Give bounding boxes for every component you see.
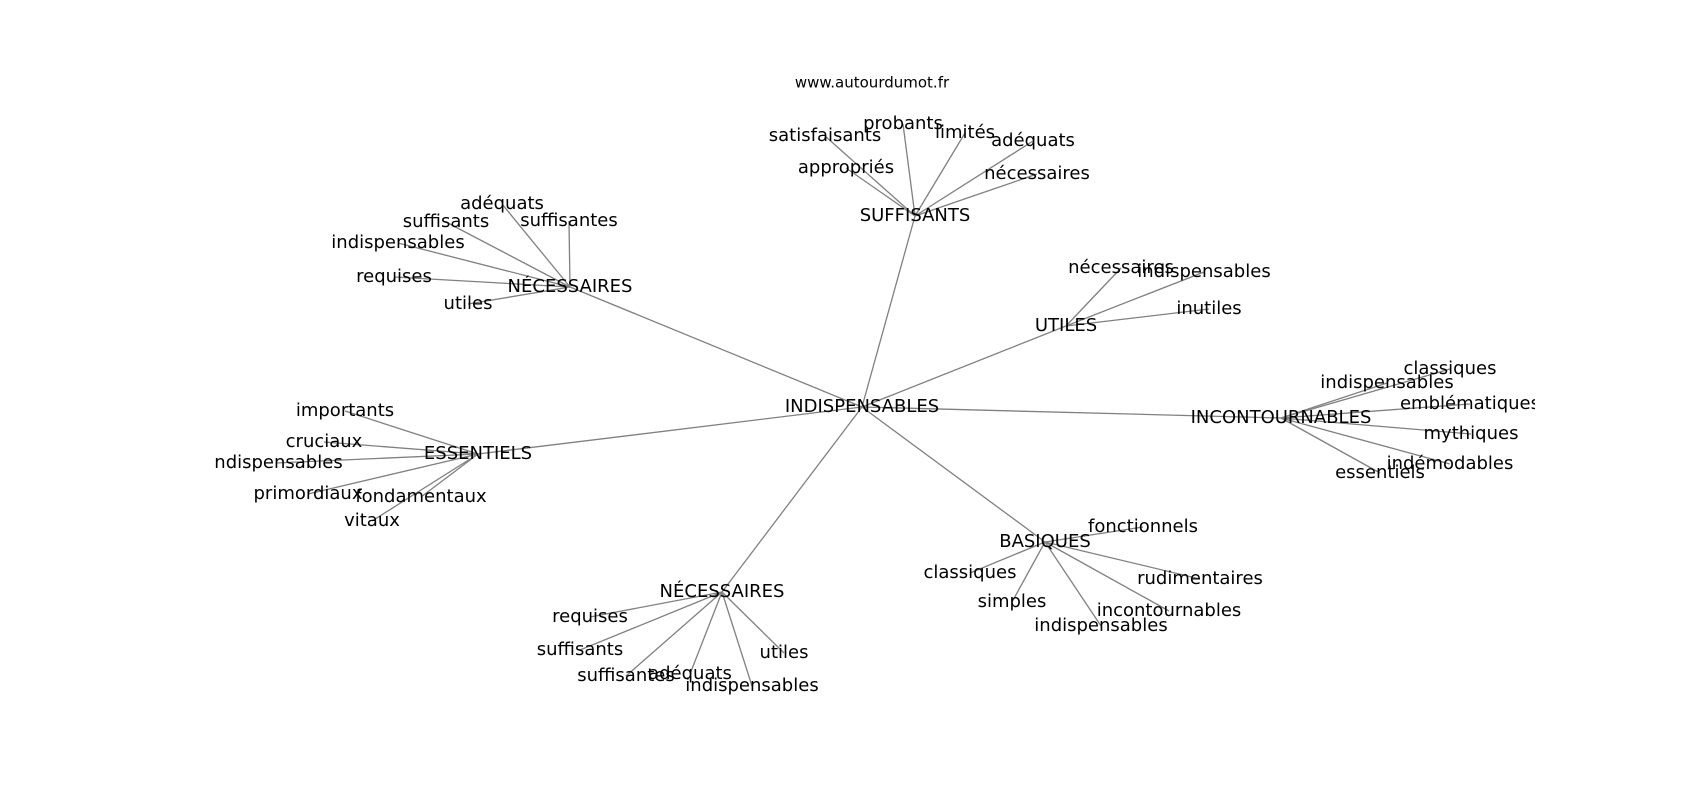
leaf-node-label: cruciaux bbox=[286, 431, 363, 452]
edge-essentiels-leaf-0 bbox=[344, 410, 479, 455]
center-node-label: INDISPENSABLES bbox=[785, 396, 939, 417]
edge-center-utiles bbox=[861, 325, 1067, 408]
leaf-node-label: primordiaux bbox=[254, 483, 363, 504]
edge-suffisants-leaf-2 bbox=[914, 132, 966, 217]
edge-basiques-leaf-0 bbox=[1044, 526, 1144, 543]
edge-utiles-leaf-0 bbox=[1065, 267, 1122, 327]
edge-essentiels-leaf-4 bbox=[420, 453, 479, 498]
hub-node-label-basiques: BASIQUES bbox=[999, 531, 1091, 552]
edge-necessaires-top-leaf-1 bbox=[445, 221, 571, 288]
edge-necessaires-top-leaf-5 bbox=[467, 286, 571, 305]
edge-essentiels-leaf-2 bbox=[275, 453, 479, 464]
edge-utiles-leaf-2 bbox=[1065, 308, 1210, 327]
leaf-node-label: indispensables bbox=[209, 452, 342, 473]
edge-necessaires-bottom-leaf-5 bbox=[721, 591, 785, 654]
edge-basiques-leaf-2 bbox=[1044, 541, 1201, 580]
leaf-node-label: requises bbox=[356, 266, 432, 287]
edge-necessaires-top-leaf-2 bbox=[568, 220, 571, 288]
source-label: www.autourdumot.fr bbox=[795, 74, 950, 92]
leaf-node-label: suffisantes bbox=[520, 210, 618, 231]
hub-node-label-essentiels: ESSENTIELS bbox=[424, 443, 532, 464]
leaf-node-label: fonctionnels bbox=[1088, 516, 1198, 537]
edge-suffisants-leaf-0 bbox=[824, 135, 916, 217]
edge-necessaires-bottom-leaf-2 bbox=[625, 591, 723, 677]
edge-center-essentiels bbox=[477, 406, 863, 455]
hub-node-label-utiles: UTILES bbox=[1035, 315, 1097, 336]
leaf-node-label: classiques bbox=[924, 562, 1017, 583]
leaf-node-label: indispensables bbox=[1320, 372, 1453, 393]
edge-incontournables-leaf-5 bbox=[1280, 417, 1381, 474]
hub-node-label-necessaires-top: NÉCESSAIRES bbox=[508, 275, 633, 297]
edge-suffisants-leaf-5 bbox=[914, 173, 1038, 217]
edge-center-necessaires-bottom bbox=[721, 406, 863, 593]
edge-center-suffisants bbox=[861, 215, 916, 408]
leaf-node-label: nécessaires bbox=[984, 163, 1090, 184]
leaf-node-label: adéquats bbox=[648, 663, 732, 684]
edge-essentiels-leaf-1 bbox=[323, 441, 479, 455]
edge-necessaires-top-leaf-4 bbox=[393, 276, 571, 288]
edge-necessaires-bottom-leaf-0 bbox=[589, 591, 723, 618]
edge-suffisants-leaf-3 bbox=[914, 140, 1034, 217]
leaf-node-label: fondamentaux bbox=[355, 486, 487, 507]
edge-necessaires-bottom-leaf-1 bbox=[579, 591, 723, 651]
edge-incontournables-leaf-2 bbox=[1280, 403, 1471, 419]
leaf-node-label: classiques bbox=[1404, 358, 1497, 379]
leaf-node-label: limités bbox=[935, 122, 995, 143]
edge-layer bbox=[275, 123, 1472, 687]
hub-node-label-incontournables: INCONTOURNABLES bbox=[1191, 407, 1372, 428]
edge-center-basiques bbox=[861, 406, 1046, 543]
leaf-node-label: inutiles bbox=[1176, 298, 1241, 319]
edge-incontournables-leaf-0 bbox=[1280, 368, 1451, 419]
leaf-node-label: importants bbox=[296, 400, 394, 421]
leaf-node-label: indémodables bbox=[1387, 453, 1514, 474]
leaf-node-label: adéquats bbox=[460, 193, 544, 214]
edge-center-necessaires-top bbox=[569, 286, 863, 408]
leaf-node-label: satisfaisants bbox=[769, 125, 881, 146]
edge-basiques-leaf-3 bbox=[1011, 541, 1046, 603]
leaf-node-label: essentiels bbox=[1335, 462, 1425, 483]
leaf-node-label: indispensables bbox=[1137, 261, 1270, 282]
edge-necessaires-bottom-leaf-3 bbox=[689, 591, 723, 675]
edge-basiques-leaf-4 bbox=[1044, 541, 1170, 612]
leaf-node-label: simples bbox=[978, 591, 1047, 612]
edge-incontournables-leaf-4 bbox=[1280, 417, 1451, 465]
leaf-node-label: mythiques bbox=[1424, 423, 1519, 444]
leaf-node-label: probants bbox=[863, 113, 943, 134]
leaf-node-label: requises bbox=[552, 606, 628, 627]
edge-center-incontournables bbox=[861, 406, 1282, 419]
edge-basiques-leaf-5 bbox=[1044, 541, 1102, 627]
edge-incontournables-leaf-1 bbox=[1280, 382, 1388, 419]
edge-necessaires-top-leaf-3 bbox=[397, 242, 571, 288]
edge-necessaires-bottom-leaf-4 bbox=[721, 591, 753, 687]
leaf-node-label: indispensables bbox=[685, 675, 818, 696]
leaf-node-label: incontournables bbox=[1097, 600, 1242, 621]
leaf-node-label: utiles bbox=[760, 642, 809, 663]
leaf-node-label: emblématiques bbox=[1400, 393, 1540, 414]
edge-utiles-leaf-1 bbox=[1065, 271, 1205, 327]
leaf-node-label: nécessaires bbox=[1068, 257, 1174, 278]
leaf-node-label: indispensables bbox=[331, 232, 464, 253]
edge-incontournables-leaf-3 bbox=[1280, 417, 1472, 435]
leaf-node-label: appropriés bbox=[798, 157, 894, 178]
leaf-node-label: suffisantes bbox=[577, 665, 675, 686]
edge-necessaires-top-leaf-0 bbox=[501, 203, 571, 288]
edge-essentiels-leaf-3 bbox=[307, 453, 479, 495]
leaf-node-label: indispensables bbox=[1034, 615, 1167, 636]
edge-basiques-leaf-1 bbox=[969, 541, 1046, 574]
leaf-node-label: adéquats bbox=[991, 130, 1075, 151]
hub-node-label-suffisants: SUFFISANTS bbox=[860, 205, 971, 226]
leaf-node-label: vitaux bbox=[344, 510, 400, 531]
label-layer: INDISPENSABLES SUFFISANTS satisfaisantspro… bbox=[209, 113, 1540, 696]
leaf-node-label: suffisants bbox=[537, 639, 623, 660]
edge-suffisants-leaf-4 bbox=[845, 167, 916, 217]
edge-suffisants-leaf-1 bbox=[902, 123, 916, 217]
hub-node-label-necessaires-bottom: NÉCESSAIRES bbox=[660, 580, 785, 602]
leaf-node-label: utiles bbox=[444, 293, 493, 314]
leaf-node-label: suffisants bbox=[403, 211, 489, 232]
edge-essentiels-leaf-5 bbox=[371, 453, 479, 522]
leaf-node-label: rudimentaires bbox=[1137, 568, 1263, 589]
